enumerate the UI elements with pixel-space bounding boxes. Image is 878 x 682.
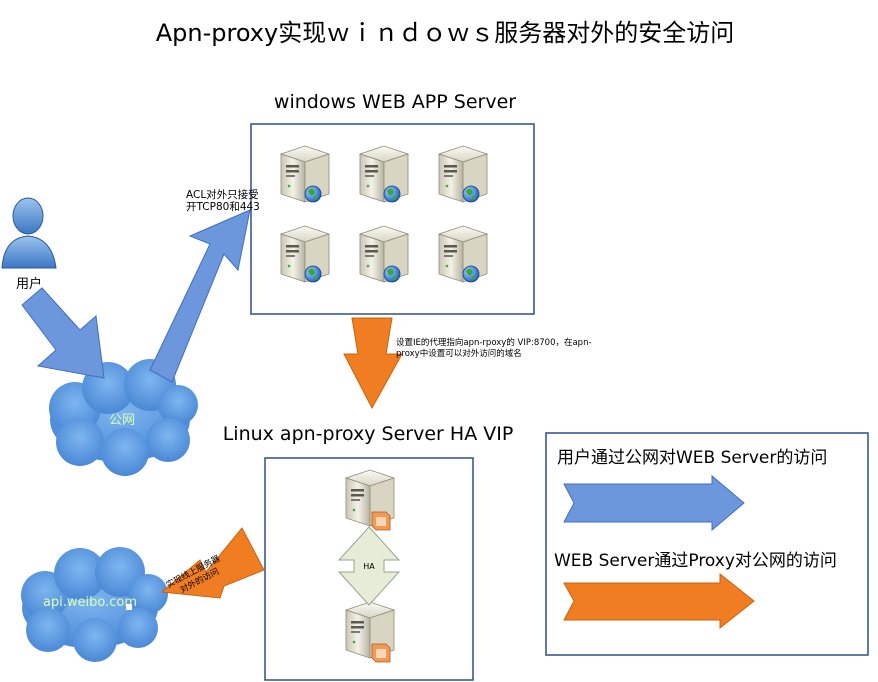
acl-annotation: ACL对外只接受 开TCP80和443	[186, 188, 262, 213]
cloud-icon	[49, 359, 198, 476]
api-endpoint-label: api.weibo.com	[43, 595, 137, 610]
legend-blue-arrow	[563, 474, 745, 532]
server-icon	[438, 225, 488, 283]
legend-orange-arrow	[563, 572, 755, 630]
windows-group-label: windows WEB APP Server	[274, 91, 516, 113]
legend-blue-label: 用户通过公网对WEB Server的访问	[557, 448, 827, 468]
public-network-label: 公网	[109, 413, 135, 428]
windows-to-proxy-arrow	[343, 317, 403, 410]
cursor-marker	[126, 604, 132, 610]
user-label: 用户	[16, 276, 42, 292]
legend-orange-label: WEB Server通过Proxy对公网的访问	[554, 551, 837, 571]
server-icon	[280, 145, 330, 203]
user-icon	[1, 197, 57, 269]
proxy-setting-annotation: 设置IE的代理指向apn-rpoxy的 VIP:8700，在apn- proxy…	[396, 337, 594, 359]
server-icon	[438, 145, 488, 203]
linux-group-label: Linux apn-proxy Server HA VIP	[223, 423, 514, 445]
cloud-to-windows-arrow	[149, 209, 251, 383]
user-to-cloud-arrow	[21, 287, 105, 379]
server-icon	[359, 145, 409, 203]
diagram-title: Apn-proxy实现ｗｉｎｄｏｗｓ服务器对外的安全访问	[156, 19, 734, 47]
ha-label: HA	[363, 562, 375, 571]
server-icon	[359, 225, 409, 283]
server-icon	[280, 225, 330, 283]
cloud-icon	[21, 547, 168, 662]
ha-double-arrow	[337, 526, 401, 606]
proxy-to-api-arrow	[160, 527, 265, 599]
